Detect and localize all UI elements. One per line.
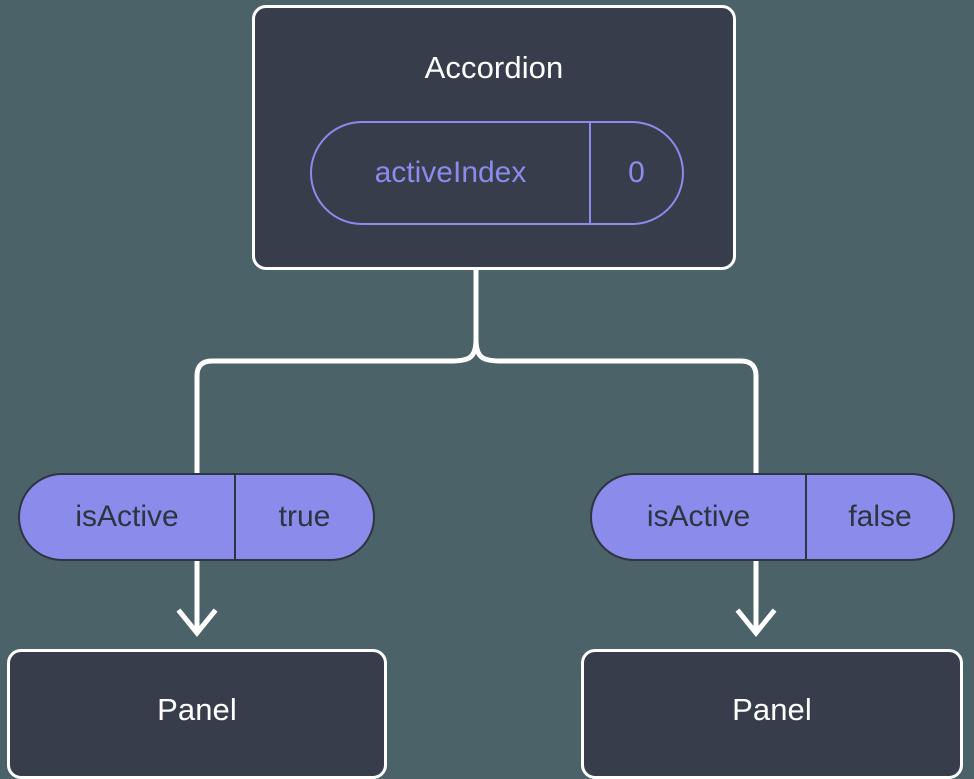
node-panel-right[interactable]: Panel [581, 649, 963, 779]
prop-badge-is-active-false[interactable]: isActive false [590, 473, 955, 561]
prop-badge-is-active-true-key: isActive [20, 475, 236, 559]
prop-badge-active-index[interactable]: activeIndex 0 [310, 121, 684, 225]
node-panel-left[interactable]: Panel [7, 649, 387, 779]
node-panel-left-title: Panel [157, 692, 237, 727]
prop-badge-active-index-key: activeIndex [312, 123, 591, 223]
node-panel-right-title: Panel [732, 692, 812, 727]
node-accordion[interactable]: Accordion activeIndex 0 [252, 5, 736, 270]
prop-badge-is-active-true-value: true [278, 500, 331, 533]
arrow-head-left [176, 608, 218, 637]
prop-badge-active-index-value: 0 [628, 156, 645, 189]
prop-badge-is-active-true[interactable]: isActive true [18, 473, 375, 561]
prop-badge-is-active-false-value: false [848, 500, 912, 533]
branch-connector-left [194, 338, 479, 473]
node-accordion-title: Accordion [424, 50, 564, 85]
arrow-head-right [735, 608, 777, 637]
branch-connector-right [473, 338, 759, 473]
prop-badge-is-active-false-key: isActive [592, 475, 807, 559]
